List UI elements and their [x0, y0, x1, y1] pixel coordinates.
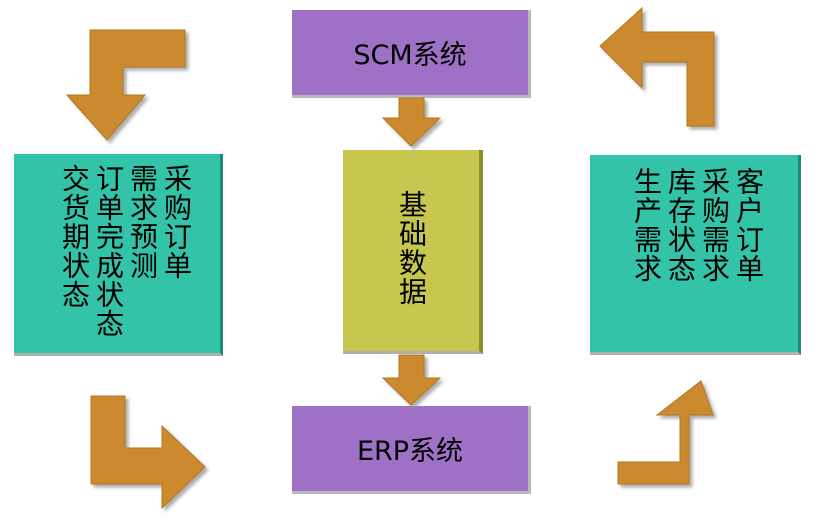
erp-system-label: ERP系统 [356, 436, 464, 467]
left-item-demand-forecast: 需求预测 [126, 164, 159, 280]
left-item-purchase-order: 采购订单 [160, 164, 193, 280]
arrow-base-to-erp-icon [381, 354, 442, 406]
base-data-box: 基础数据 [343, 150, 483, 354]
left-info-box: 采购订单 需求预测 订单完成状态 交货期状态 [14, 154, 223, 356]
left-item-order-completion-status: 订单完成状态 [92, 164, 125, 338]
right-info-box: 客户订单 采购需求 库存状态 生产需求 [590, 155, 801, 355]
arrow-down-left-elbow-icon [65, 29, 186, 141]
arrow-right-left-elbow-icon [90, 395, 206, 510]
arrow-left-right-elbow-icon [599, 6, 715, 127]
left-item-delivery-status: 交货期状态 [58, 164, 91, 309]
arrow-scm-to-base-icon [381, 97, 442, 147]
base-data-label: 基础数据 [395, 190, 428, 306]
erp-system-box: ERP系统 [292, 406, 531, 494]
arrow-up-right-elbow-icon [617, 380, 714, 485]
scm-system-label: SCM系统 [353, 40, 467, 71]
right-item-purchase-demand: 采购需求 [698, 167, 731, 283]
right-item-production-demand: 生产需求 [630, 167, 663, 283]
scm-system-box: SCM系统 [292, 10, 531, 98]
right-item-customer-order: 客户订单 [732, 167, 765, 283]
right-item-inventory-status: 库存状态 [664, 167, 697, 283]
